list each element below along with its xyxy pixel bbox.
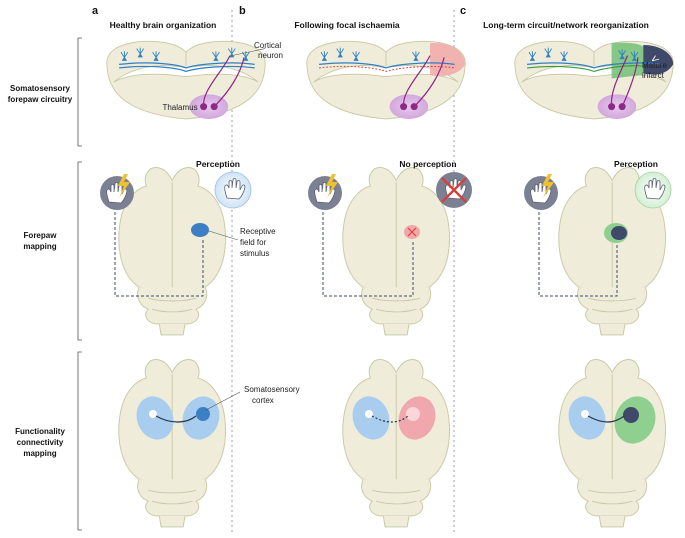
pathway-dashed [538, 212, 618, 297]
perception-hand-a [214, 171, 252, 209]
label-infarct: infarct [642, 71, 665, 80]
lightning-bolt-icon [118, 174, 130, 198]
seed-dot-c [581, 410, 589, 418]
infarct-core-c [611, 226, 627, 240]
connectivity-arrow-a [155, 415, 197, 423]
seed-dot-a [149, 410, 157, 418]
row-label-circuitry-2: forepaw circuitry [8, 95, 73, 104]
row-bracket [77, 37, 82, 531]
row-label-mapping-2: mapping [23, 242, 56, 251]
stim-hand-b [308, 174, 342, 210]
panel-title-a: Healthy brain organization [110, 20, 217, 30]
dorsal-brain-fc-a [118, 359, 226, 528]
dorsal-brain-fc-b [342, 359, 450, 528]
receptive-field-a [191, 223, 209, 237]
label-thalamus: Thalamus [162, 103, 197, 112]
label-receptive-1: Receptive [240, 227, 276, 236]
cross-icon [407, 227, 417, 237]
label-receptive-3: stimulus [240, 249, 269, 258]
row-label-fc-3: mapping [23, 449, 56, 458]
row-label-fc-2: connectivity [17, 438, 64, 447]
lightning-bolt-icon [542, 174, 554, 198]
label-somato-2: cortex [252, 396, 274, 405]
coronal-section-a [106, 40, 266, 120]
target-dot-b [406, 407, 420, 421]
label-cortical: Cortical [254, 41, 281, 50]
panel-letter-c: c [460, 5, 466, 17]
label-mature: Mature [642, 61, 667, 70]
label-somato-1: Somatosensory [244, 385, 300, 394]
perception-label-c: Perception [614, 159, 658, 169]
fc-region-left-b [352, 396, 390, 440]
coronal-section-c [514, 40, 674, 120]
dorsal-brain-a [118, 167, 226, 336]
panel-title-b: Following focal ischaemia [294, 20, 400, 30]
lightning-bolt-icon [326, 174, 338, 198]
label-receptive-2: field for [240, 238, 267, 247]
row-label-fc-1: Functionality [15, 427, 65, 436]
dorsal-brain-b [342, 167, 450, 336]
pathway-dashed [114, 212, 204, 297]
coronal-section-b [306, 40, 466, 120]
label-neuron: neuron [258, 51, 283, 60]
target-dot-c [623, 407, 639, 423]
connectivity-arrow-c [587, 415, 625, 423]
pathway-dashed [322, 212, 414, 297]
stim-hand-c [524, 174, 558, 210]
no-perception-hand-b [436, 172, 472, 208]
perception-hand-c [634, 171, 672, 209]
target-dot-a [196, 407, 210, 421]
perception-label-b: No perception [399, 159, 456, 169]
stim-hand-a [100, 174, 134, 210]
row-label-mapping-1: Forepaw [24, 231, 58, 240]
seed-dot-b [365, 410, 373, 418]
cross-icon [441, 177, 467, 203]
panel-letter-b: b [239, 5, 246, 17]
perception-label-a: Perception [196, 159, 240, 169]
panel-letter-a: a [92, 5, 99, 17]
fc-region-left-a [136, 396, 174, 440]
panel-title-c: Long-term circuit/network reorganization [483, 20, 649, 30]
connectivity-arrow-b [371, 415, 409, 423]
dorsal-brain-fc-c [558, 359, 666, 528]
row-label-circuitry-1: Somatosensory [10, 84, 71, 93]
fc-region-left-c [568, 396, 606, 440]
